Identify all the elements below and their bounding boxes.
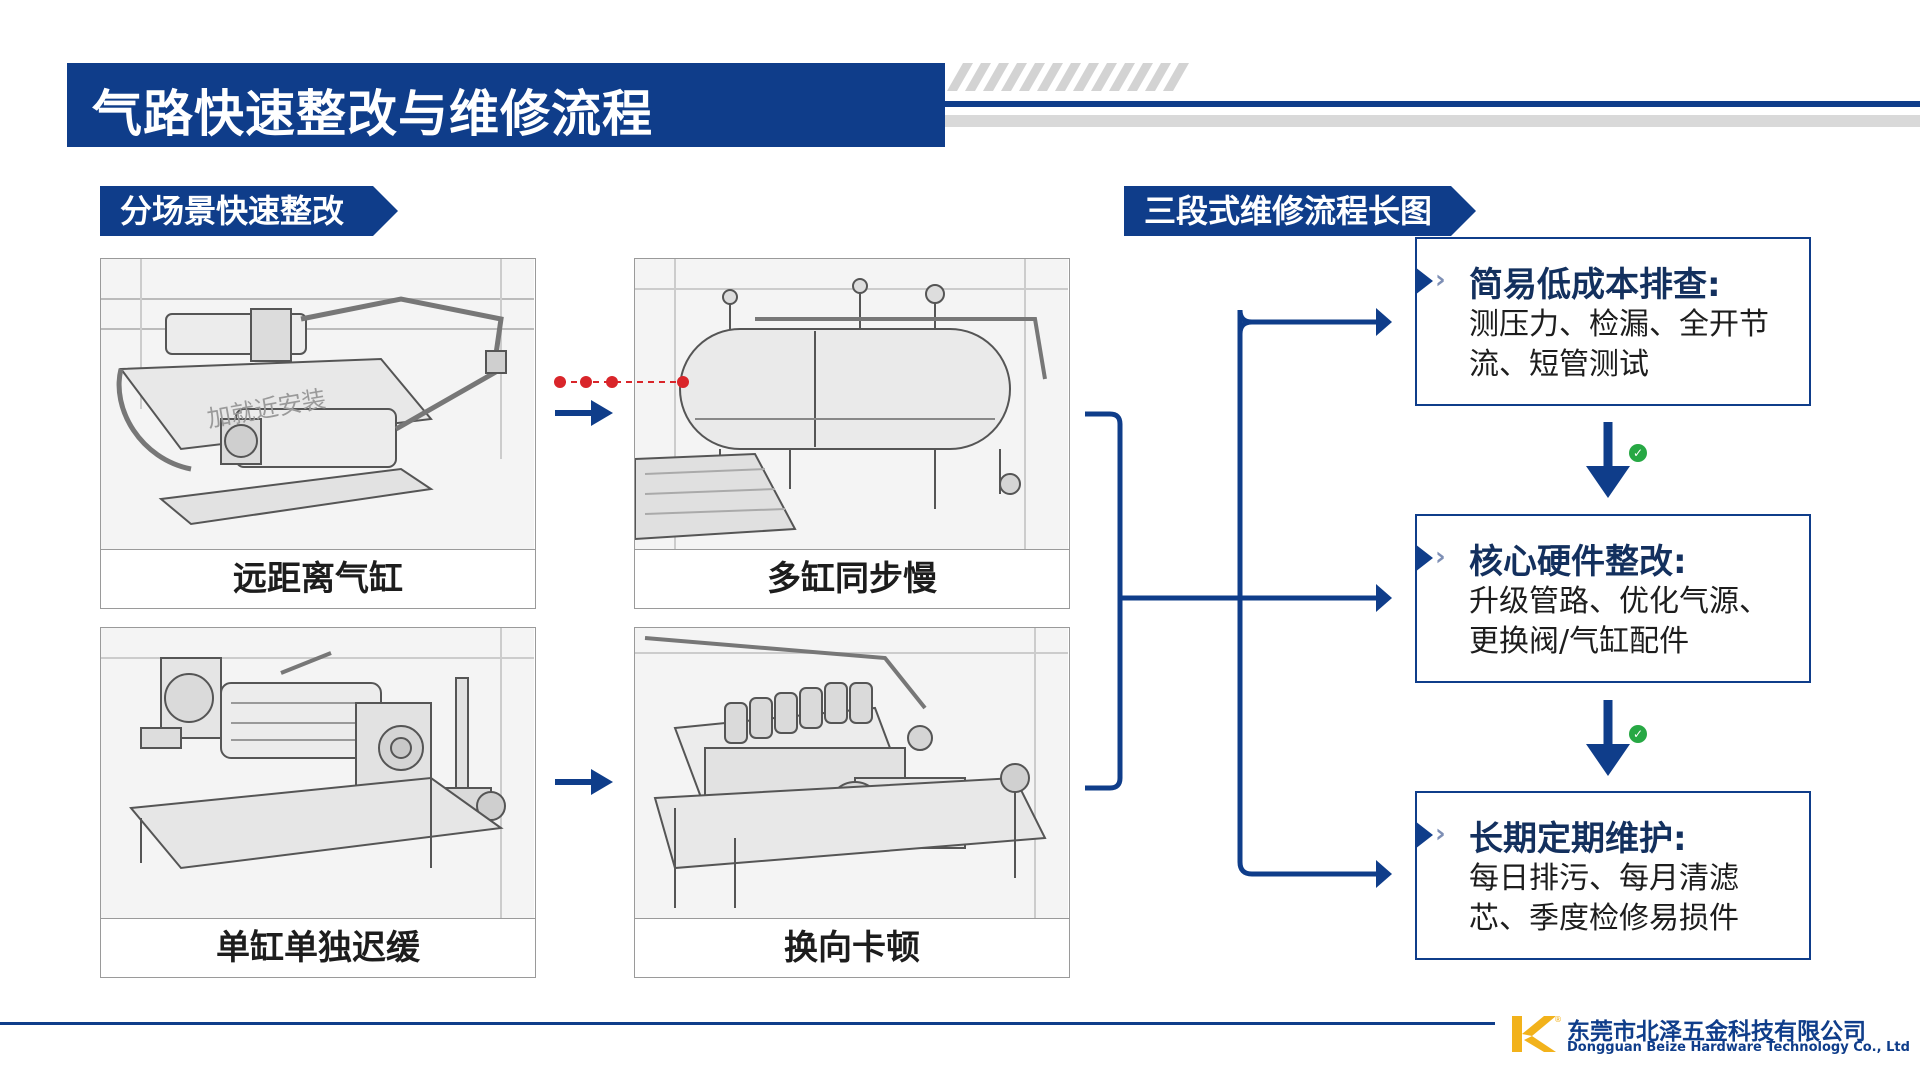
arrow-right-icon bbox=[555, 400, 613, 426]
step-title: 长期定期维护: bbox=[1469, 819, 1687, 859]
chevron-right-icon: › bbox=[1435, 265, 1446, 295]
step-description: 升级管路、优化气源、更换阀/气缸配件 bbox=[1469, 584, 1769, 659]
check-icon: ✓ bbox=[1629, 444, 1647, 462]
company-logo-icon: ® bbox=[1512, 1015, 1562, 1052]
step-box-core-hardware: › 核心硬件整改: 升级管路、优化气源、更换阀/气缸配件 bbox=[1415, 514, 1811, 683]
panel-label-remote-cylinder: 远距离气缸 bbox=[101, 549, 535, 608]
arrow-down-icon bbox=[1586, 700, 1630, 776]
page-title: 气路快速整改与维修流程 bbox=[92, 85, 653, 143]
panel-label-reversing-stuck: 换向卡顿 bbox=[635, 918, 1069, 977]
arrow-down-icon bbox=[1586, 422, 1630, 498]
valve-block-illustration bbox=[635, 628, 1068, 918]
arrow-right-icon bbox=[555, 769, 613, 795]
step-box-maintenance: › 长期定期维护: 每日排污、每月清滤芯、季度检修易损件 bbox=[1415, 791, 1811, 960]
triangle-marker-icon bbox=[1415, 821, 1433, 849]
check-icon: ✓ bbox=[1629, 725, 1647, 743]
section-tag-scenarios: 分场景快速整改 bbox=[100, 186, 398, 236]
remote-cylinder-illustration bbox=[101, 259, 534, 549]
header-decoration bbox=[945, 63, 1920, 127]
single-cylinder-illustration bbox=[101, 628, 534, 918]
panel-label-single-cylinder-slow: 单缸单独迟缓 bbox=[101, 918, 535, 977]
panel-reversing-stuck: 换向卡顿 bbox=[634, 627, 1070, 978]
footer-line bbox=[0, 1022, 1495, 1025]
chevron-right-icon: › bbox=[1435, 819, 1446, 849]
panel-remote-cylinder: 加就近安装 远距离气缸 bbox=[100, 258, 536, 609]
panel-single-cylinder-slow: 单缸单独迟缓 bbox=[100, 627, 536, 978]
svg-text:®: ® bbox=[1554, 1015, 1562, 1024]
red-dotted-connector bbox=[554, 376, 689, 388]
triangle-marker-icon bbox=[1415, 544, 1433, 572]
air-tank-illustration bbox=[635, 259, 1068, 549]
chevron-right-icon: › bbox=[1435, 542, 1446, 572]
title-banner bbox=[67, 63, 945, 147]
company-name: 东莞市北泽五金科技有限公司 bbox=[1567, 1019, 1866, 1045]
step-description: 测压力、检漏、全开节流、短管测试 bbox=[1469, 307, 1769, 382]
step-box-simple-check: › 简易低成本排查: 测压力、检漏、全开节流、短管测试 bbox=[1415, 237, 1811, 406]
flow-connector-tree bbox=[1085, 308, 1392, 888]
section-tag-three-step: 三段式维修流程长图 bbox=[1124, 186, 1476, 236]
panel-label-multi-cylinder-sync: 多缸同步慢 bbox=[635, 549, 1069, 608]
step-title: 简易低成本排查: bbox=[1469, 265, 1721, 305]
step-description: 每日排污、每月清滤芯、季度检修易损件 bbox=[1469, 861, 1739, 936]
company-name-en: Dongguan Beize Hardware Technology Co., … bbox=[1567, 1040, 1910, 1055]
step-title: 核心硬件整改: bbox=[1469, 542, 1687, 582]
panel-multi-cylinder-sync: 多缸同步慢 bbox=[634, 258, 1070, 609]
triangle-marker-icon bbox=[1415, 267, 1433, 295]
